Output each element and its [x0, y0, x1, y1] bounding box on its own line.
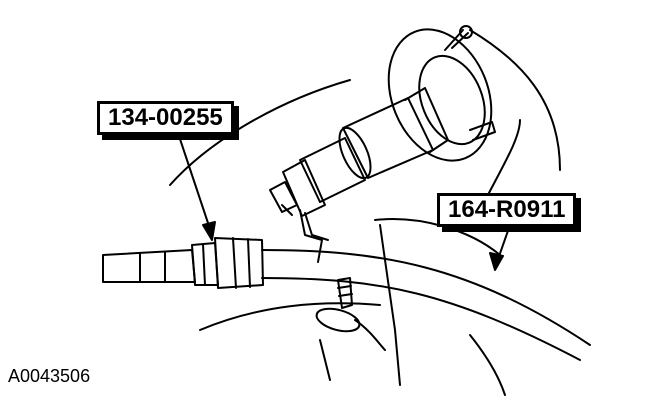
hub-flange	[387, 28, 493, 162]
body-contour-right	[469, 29, 561, 171]
clamp-arm	[354, 319, 386, 351]
figure-id: A0043506	[8, 366, 91, 386]
clamp-nut	[315, 307, 361, 333]
axle-collar	[404, 87, 449, 153]
fitting-hex-line	[202, 243, 206, 286]
clamp-bolt-thread	[337, 285, 353, 297]
coupling-nut-line-2	[247, 238, 251, 288]
adapter-body	[299, 137, 366, 203]
bracket-lower-edge	[469, 334, 506, 396]
axle-shaft	[342, 97, 434, 179]
body-contour-upper	[169, 79, 351, 186]
hub-flange-inner	[418, 54, 486, 146]
leader-164-arrow	[489, 252, 504, 271]
hub-bolt	[469, 121, 496, 141]
adapter-tip	[281, 204, 293, 216]
coupling-nut	[214, 237, 264, 289]
cotter-pin-head	[459, 25, 473, 39]
clamp-bolt	[337, 277, 353, 309]
hose-main	[261, 249, 591, 346]
body-contour-lower	[199, 302, 381, 331]
coupling-nut-line-1	[232, 237, 237, 289]
hose-left	[102, 249, 196, 283]
fitting-stand-2	[304, 212, 329, 241]
leader-134	[177, 132, 213, 236]
callout-tool-134: 134-00255	[97, 101, 234, 135]
bracket-left-edge	[379, 224, 401, 386]
fitting-stand	[299, 209, 323, 263]
hose-main-lower	[261, 277, 581, 361]
adapter-thread	[269, 181, 298, 213]
bracket-inner	[319, 339, 331, 381]
leader-134-arrow	[202, 221, 216, 241]
axle-end	[338, 126, 372, 180]
callout-tool-164: 164-R0911	[437, 193, 577, 227]
